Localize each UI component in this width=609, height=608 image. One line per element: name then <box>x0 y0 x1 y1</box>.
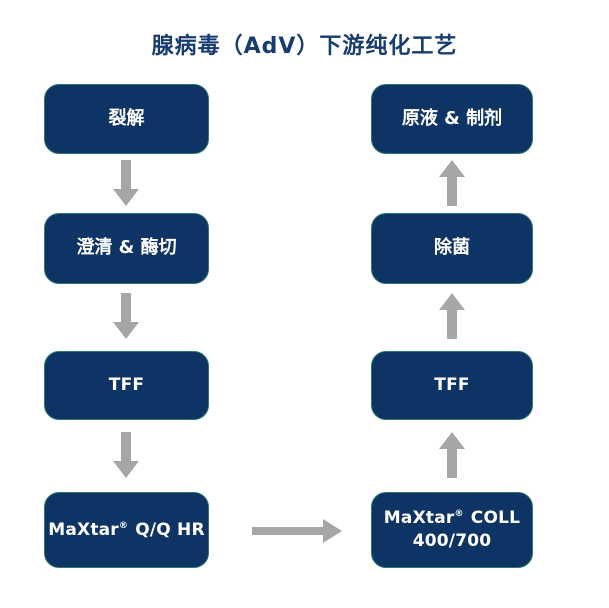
step-box-tff-left: TFF <box>44 351 209 420</box>
step-box-tff-right: TFF <box>371 351 533 420</box>
step-box-clarification: 澄清 & 酶切 <box>44 213 209 284</box>
step-box-bulk-formulation: 原液 & 制剂 <box>371 84 533 154</box>
product-line1: MaXtar® COLL <box>384 508 520 528</box>
up-arrow-icon <box>439 160 465 206</box>
diagram-title: 腺病毒（AdV）下游纯化工艺 <box>151 34 458 59</box>
product-suffix: COLL <box>464 508 521 529</box>
registered-trademark-icon: ® <box>454 509 464 520</box>
step-label-maxtar-qq-hr: MaXtar® Q/Q HR <box>48 519 205 542</box>
step-box-lysis: 裂解 <box>44 84 209 154</box>
step-box-maxtar-qq-hr: MaXtar® Q/Q HR <box>44 492 209 568</box>
step-label-maxtar-coll: MaXtar® COLL 400/700 <box>384 507 520 553</box>
step-label-clarification: 澄清 & 酶切 <box>76 237 177 259</box>
step-label-tff-left: TFF <box>108 375 145 396</box>
down-arrow-icon <box>113 293 139 339</box>
registered-trademark-icon: ® <box>118 520 129 531</box>
product-line2: 400/700 <box>412 531 492 551</box>
brand-name: MaXtar <box>383 508 455 529</box>
step-box-maxtar-coll: MaXtar® COLL 400/700 <box>371 492 533 568</box>
brand-name: MaXtar <box>48 519 119 540</box>
down-arrow-icon <box>113 160 139 206</box>
step-label-bulk-formulation: 原液 & 制剂 <box>401 107 503 129</box>
up-arrow-icon <box>439 293 465 339</box>
right-arrow-icon <box>252 519 342 543</box>
step-label-tff-right: TFF <box>434 375 470 396</box>
step-label-lysis: 裂解 <box>108 107 145 129</box>
up-arrow-icon <box>439 432 465 478</box>
down-arrow-icon <box>113 432 139 478</box>
product-suffix: Q/Q HR <box>129 519 205 540</box>
step-label-sterilization: 除菌 <box>434 237 470 259</box>
step-box-sterilization: 除菌 <box>371 213 533 284</box>
